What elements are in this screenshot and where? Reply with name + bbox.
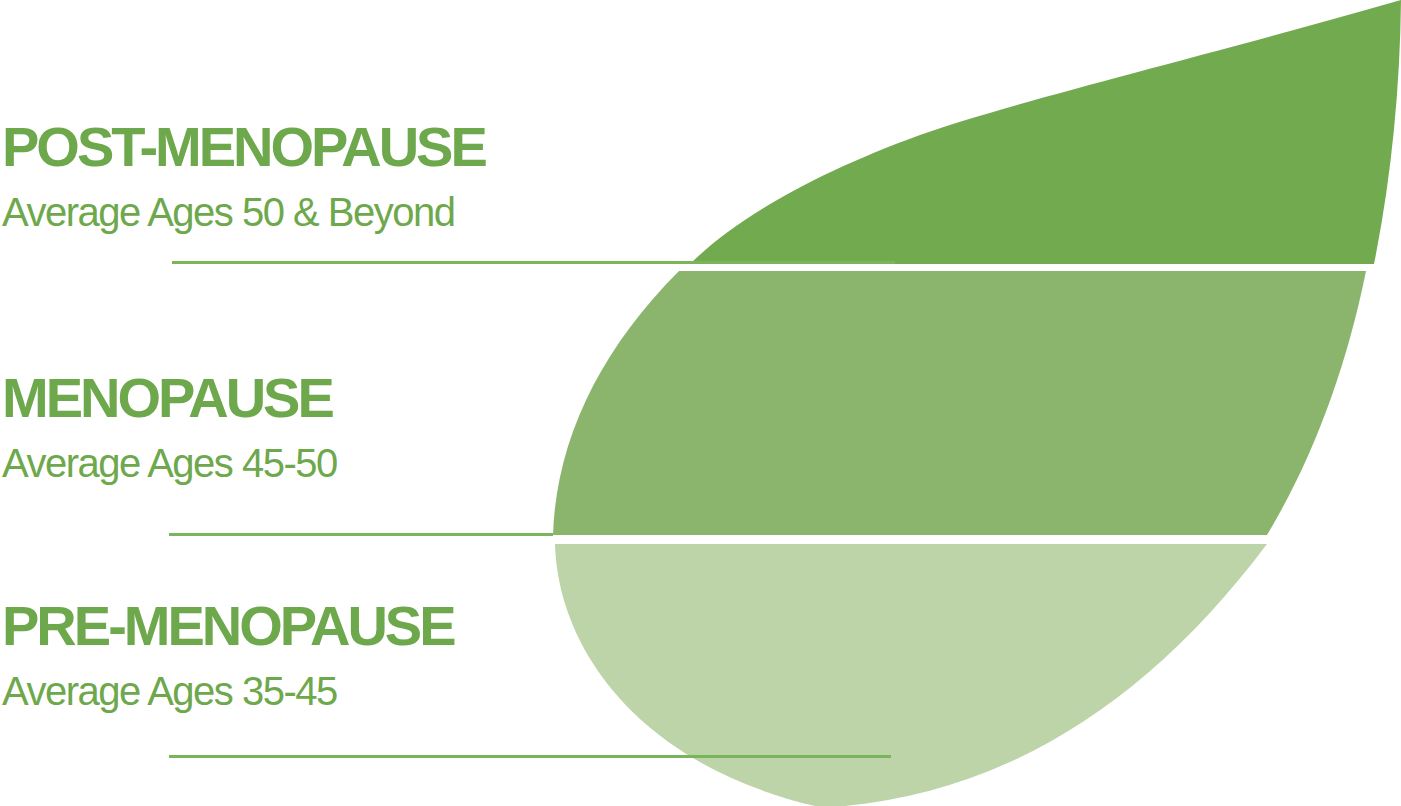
stage-label: MENOPAUSE Average Ages 45-50 (2, 370, 337, 483)
stage-band: PRE-MENOPAUSE Average Ages 35-45 (0, 544, 1401, 806)
stage-heading: MENOPAUSE (2, 370, 337, 426)
stage-label: POST-MENOPAUSE Average Ages 50 & Beyond (2, 119, 485, 232)
stage-band: POST-MENOPAUSE Average Ages 50 & Beyond (0, 0, 1401, 264)
leaf-band-shape (553, 271, 1366, 535)
stage-heading: POST-MENOPAUSE (2, 119, 485, 175)
stage-heading: PRE-MENOPAUSE (2, 598, 454, 654)
stage-ages: Average Ages 35-45 (2, 671, 454, 711)
stage-ages: Average Ages 45-50 (2, 443, 337, 483)
stage-ages: Average Ages 50 & Beyond (2, 192, 485, 232)
leader-line (169, 533, 553, 536)
leaf-band-shape (690, 0, 1401, 264)
stage-label: PRE-MENOPAUSE Average Ages 35-45 (2, 598, 454, 711)
stage-band: MENOPAUSE Average Ages 45-50 (0, 271, 1401, 535)
leader-line (169, 755, 891, 758)
leader-line (172, 261, 895, 264)
leaf-band-shape (555, 544, 1267, 806)
